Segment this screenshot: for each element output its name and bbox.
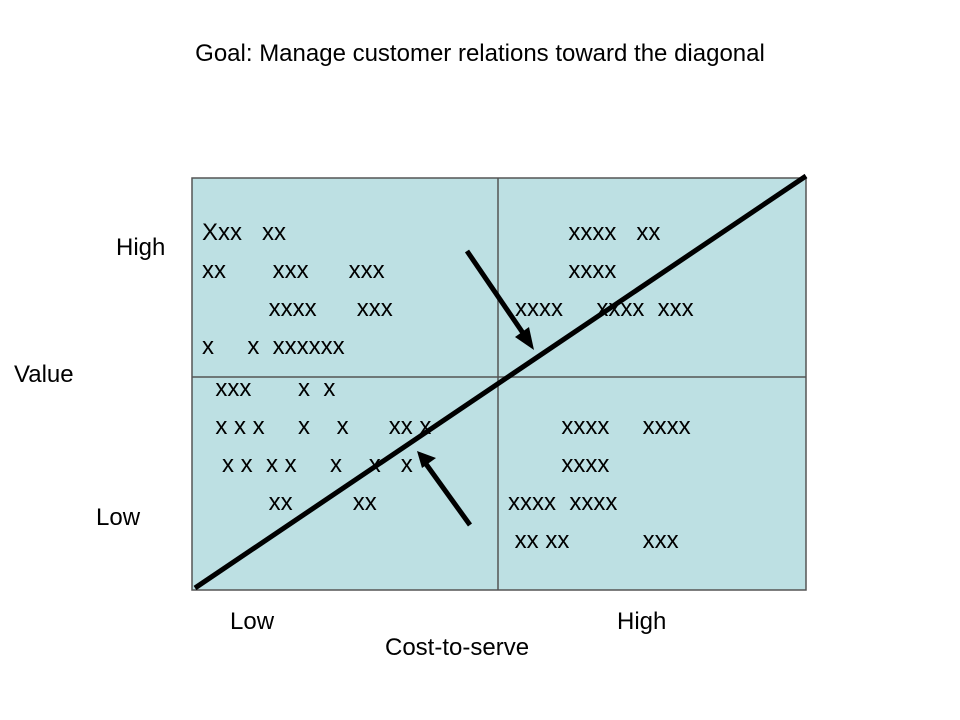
arrow-down-right	[464, 249, 534, 350]
customer-mark-row: xxxx	[515, 257, 617, 284]
customer-mark-row: xx xx	[202, 489, 377, 516]
x-axis-title: Cost-to-serve	[385, 634, 530, 661]
customer-mark-row: xx xx xxx	[508, 527, 679, 554]
customer-mark-row: xxxx xxxx	[508, 413, 691, 440]
y-axis-title: Value	[14, 361, 74, 388]
y-axis-low-label: Low	[96, 504, 141, 531]
customer-mark-row: x x x x x x x	[202, 451, 413, 478]
quadrant-bottom-right-marks: xxxx xxxx xxxx xxxx xxxx xx xx xxx	[508, 415, 691, 567]
customer-mark-row: xxxx xx	[515, 219, 661, 246]
page-title: Goal: Manage customer relations toward t…	[195, 40, 765, 67]
customer-mark-row: xxxx xxxx xxx	[515, 295, 694, 322]
y-axis-high-label: High	[116, 234, 166, 261]
customer-mark-row: xxxx	[508, 451, 610, 478]
quadrant-top-left-marks: Xxx xx xx xxx xxx xxxx xxx x x xxxxxx	[202, 221, 393, 373]
x-axis-high-label: High	[617, 608, 667, 635]
customer-mark-row: xxx x x	[202, 375, 336, 402]
arrow-up-left	[417, 451, 473, 527]
customer-mark-row: xx xxx xxx	[202, 257, 385, 284]
customer-mark-row: xxxx xxx	[202, 295, 393, 322]
customer-mark-row: Xxx xx	[202, 219, 287, 246]
x-axis-low-label: Low	[230, 608, 275, 635]
customer-mark-row: x x x x x xx x	[202, 413, 432, 440]
customer-mark-row: x x xxxxxx	[202, 333, 345, 360]
quadrant-bottom-left-marks: xxx x x x x x x x xx x x x x x x x x xx …	[202, 377, 431, 529]
diagonal-line	[193, 173, 808, 591]
quadrant-top-right-marks: xxxx xx xxxx xxxx xxxx xxx	[515, 221, 694, 335]
customer-mark-row: xxxx xxxx	[508, 489, 618, 516]
